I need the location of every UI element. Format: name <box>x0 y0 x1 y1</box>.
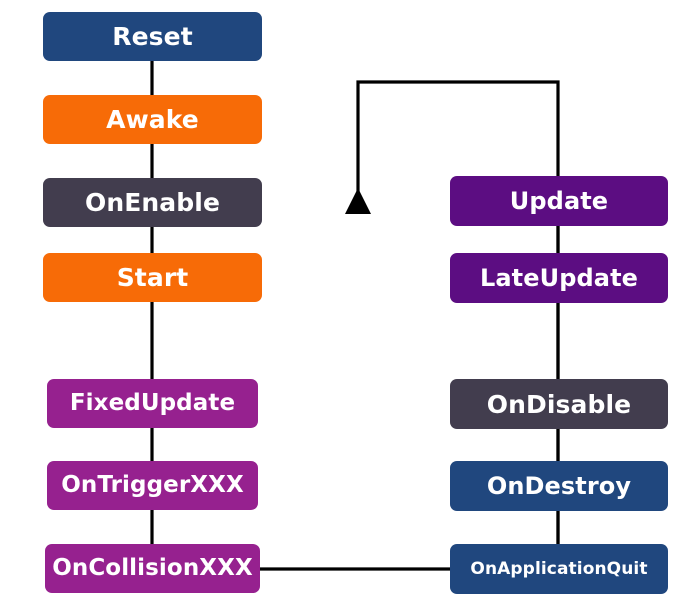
node-label-reset: Reset <box>112 22 193 51</box>
node-on-application-quit[interactable]: OnApplicationQuit <box>450 544 668 594</box>
node-fixed-update[interactable]: FixedUpdate <box>47 379 258 428</box>
node-awake[interactable]: Awake <box>43 95 262 144</box>
node-reset[interactable]: Reset <box>43 12 262 61</box>
node-on-destroy[interactable]: OnDestroy <box>450 461 668 511</box>
node-label-on-enable: OnEnable <box>84 188 221 217</box>
node-label-late-update: LateUpdate <box>479 264 639 292</box>
node-label-on-application-quit: OnApplicationQuit <box>470 558 648 579</box>
node-on-collision-xxx[interactable]: OnCollisionXXX <box>45 544 260 593</box>
node-label-awake: Awake <box>106 105 199 134</box>
node-label-fixed-update: FixedUpdate <box>69 390 236 416</box>
node-late-update[interactable]: LateUpdate <box>450 253 668 303</box>
node-on-disable[interactable]: OnDisable <box>450 379 668 429</box>
node-on-enable[interactable]: OnEnable <box>43 178 262 227</box>
node-label-on-destroy: OnDestroy <box>486 472 632 500</box>
node-label-update: Update <box>509 187 609 215</box>
node-label-on-trigger-xxx: OnTriggerXXX <box>61 472 244 498</box>
node-on-trigger-xxx[interactable]: OnTriggerXXX <box>47 461 258 510</box>
node-update[interactable]: Update <box>450 176 668 226</box>
node-label-on-collision-xxx: OnCollisionXXX <box>52 555 253 581</box>
node-label-start: Start <box>116 263 189 292</box>
arrowhead-loop-arrowhead-into-update-cycle <box>345 188 371 214</box>
node-label-on-disable: OnDisable <box>486 389 632 419</box>
node-start[interactable]: Start <box>43 253 262 302</box>
